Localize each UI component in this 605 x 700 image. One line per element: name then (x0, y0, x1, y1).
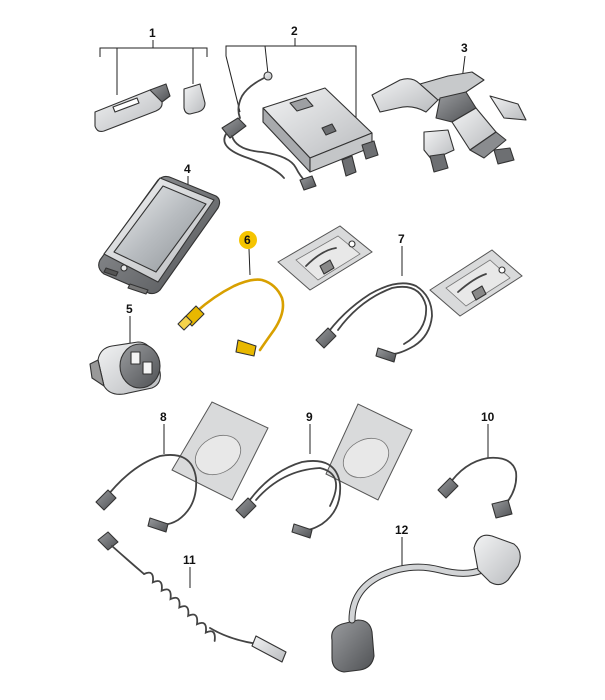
phone-screen (113, 185, 207, 273)
card-1-window (295, 235, 361, 281)
cable-8-angled-plug (147, 517, 169, 533)
usb-stick-plug (149, 83, 171, 103)
car-charger-part (89, 316, 161, 395)
package-card-1 (277, 225, 373, 291)
holder-cradle-lip (469, 131, 507, 159)
cable-7-usb-plug (315, 327, 337, 349)
card-1-hole (348, 240, 356, 248)
charger-usb-port-2 (142, 361, 153, 375)
cable-8-wire (103, 454, 198, 526)
module-cable-loop (223, 133, 285, 179)
cable-8-part (95, 401, 269, 533)
usb-stick-body (94, 89, 163, 132)
cable-9-wire-b (255, 467, 337, 507)
cradle-bottom-clip (127, 283, 149, 295)
gooseneck-lamp-part (331, 534, 521, 673)
callout-7: 7 (398, 232, 405, 246)
cable-6-wire (194, 278, 285, 352)
holder-suction-arm (371, 78, 439, 113)
module-slot (289, 97, 314, 112)
cable-9-angled-plug (291, 523, 313, 539)
cable-7-wire (323, 282, 433, 355)
charger-face (119, 343, 161, 389)
lamp-head (473, 534, 521, 586)
handsfree-module-part (221, 38, 379, 191)
usb-stick-part (94, 40, 208, 132)
leader-2-a (264, 45, 269, 75)
cable-6-angled-plug (235, 339, 257, 357)
card-2-plug (471, 285, 487, 301)
callout-6-highlight-badge (239, 231, 257, 249)
usb-stick-label (112, 97, 140, 113)
cable-9-wire (243, 460, 342, 531)
callout-8: 8 (160, 410, 167, 424)
card-1-plug (319, 259, 335, 275)
callout-10: 10 (481, 410, 495, 424)
phone-cradle-part (98, 175, 221, 295)
card-2-window (445, 259, 511, 307)
leader-2-bracket (225, 45, 357, 120)
module-connector (321, 123, 337, 136)
module-bracket-2 (361, 140, 379, 160)
cable-10-plug-b (491, 499, 513, 519)
callout-11: 11 (183, 553, 196, 567)
leader-6 (248, 248, 251, 276)
callout-3: 3 (461, 41, 468, 55)
coil-cable-lead (111, 545, 145, 575)
cable-9-part (235, 403, 413, 539)
charger-usb-port-1 (130, 351, 141, 365)
card-2-hole (498, 266, 506, 274)
callout-12: 12 (395, 523, 409, 537)
leader-1-bracket (99, 47, 208, 57)
cable-7-angled-plug (375, 347, 397, 363)
callout-5: 5 (126, 302, 133, 316)
callout-4: 4 (184, 162, 191, 176)
mic-clip (221, 117, 247, 139)
callout-2: 2 (291, 24, 298, 38)
coil-cable-plug-a (97, 531, 119, 551)
holder-foot-right (493, 147, 515, 165)
module-cable-plug (299, 175, 317, 191)
coil-cable-spiral (143, 571, 216, 642)
phone-holder-part (371, 55, 527, 173)
module-bracket (341, 155, 357, 177)
phone-home-button (120, 264, 128, 272)
card-1-cable (305, 247, 337, 267)
cable-9-usb-plug (235, 497, 257, 519)
cable-10-wire (447, 456, 518, 507)
highlighted-cable-part (177, 231, 285, 357)
charger-tip (89, 359, 105, 387)
cable-7-wire-b (337, 285, 427, 345)
mic-cable (237, 77, 265, 119)
card-9-coil (342, 437, 390, 479)
cradle-port (103, 267, 119, 277)
callout-9: 9 (306, 410, 313, 424)
microphone-head (263, 71, 273, 81)
cable-10-plug-a (437, 477, 459, 499)
callout-6: 6 (244, 233, 251, 247)
cable-8-usb-plug (95, 489, 117, 511)
holder-foot-left (429, 153, 449, 173)
package-card-2 (429, 249, 523, 317)
usb-stick-cap (183, 83, 206, 115)
cable-7-part (315, 246, 433, 363)
module-cable (231, 135, 307, 183)
leader-2-b (225, 55, 241, 113)
lamp-base (331, 619, 375, 673)
card-8-coil (194, 434, 242, 476)
cable-10-part (437, 424, 518, 519)
callout-1: 1 (149, 26, 156, 40)
card-2-cable (457, 273, 487, 293)
holder-top-bar (419, 71, 485, 101)
coiled-cable-part (97, 531, 287, 663)
coil-cable-tail (209, 627, 259, 645)
coil-cable-plug-b (251, 635, 287, 663)
holder-side-arm-right (489, 95, 527, 121)
lamp-gooseneck (349, 557, 499, 623)
cable-6-usb-tip (177, 315, 193, 331)
